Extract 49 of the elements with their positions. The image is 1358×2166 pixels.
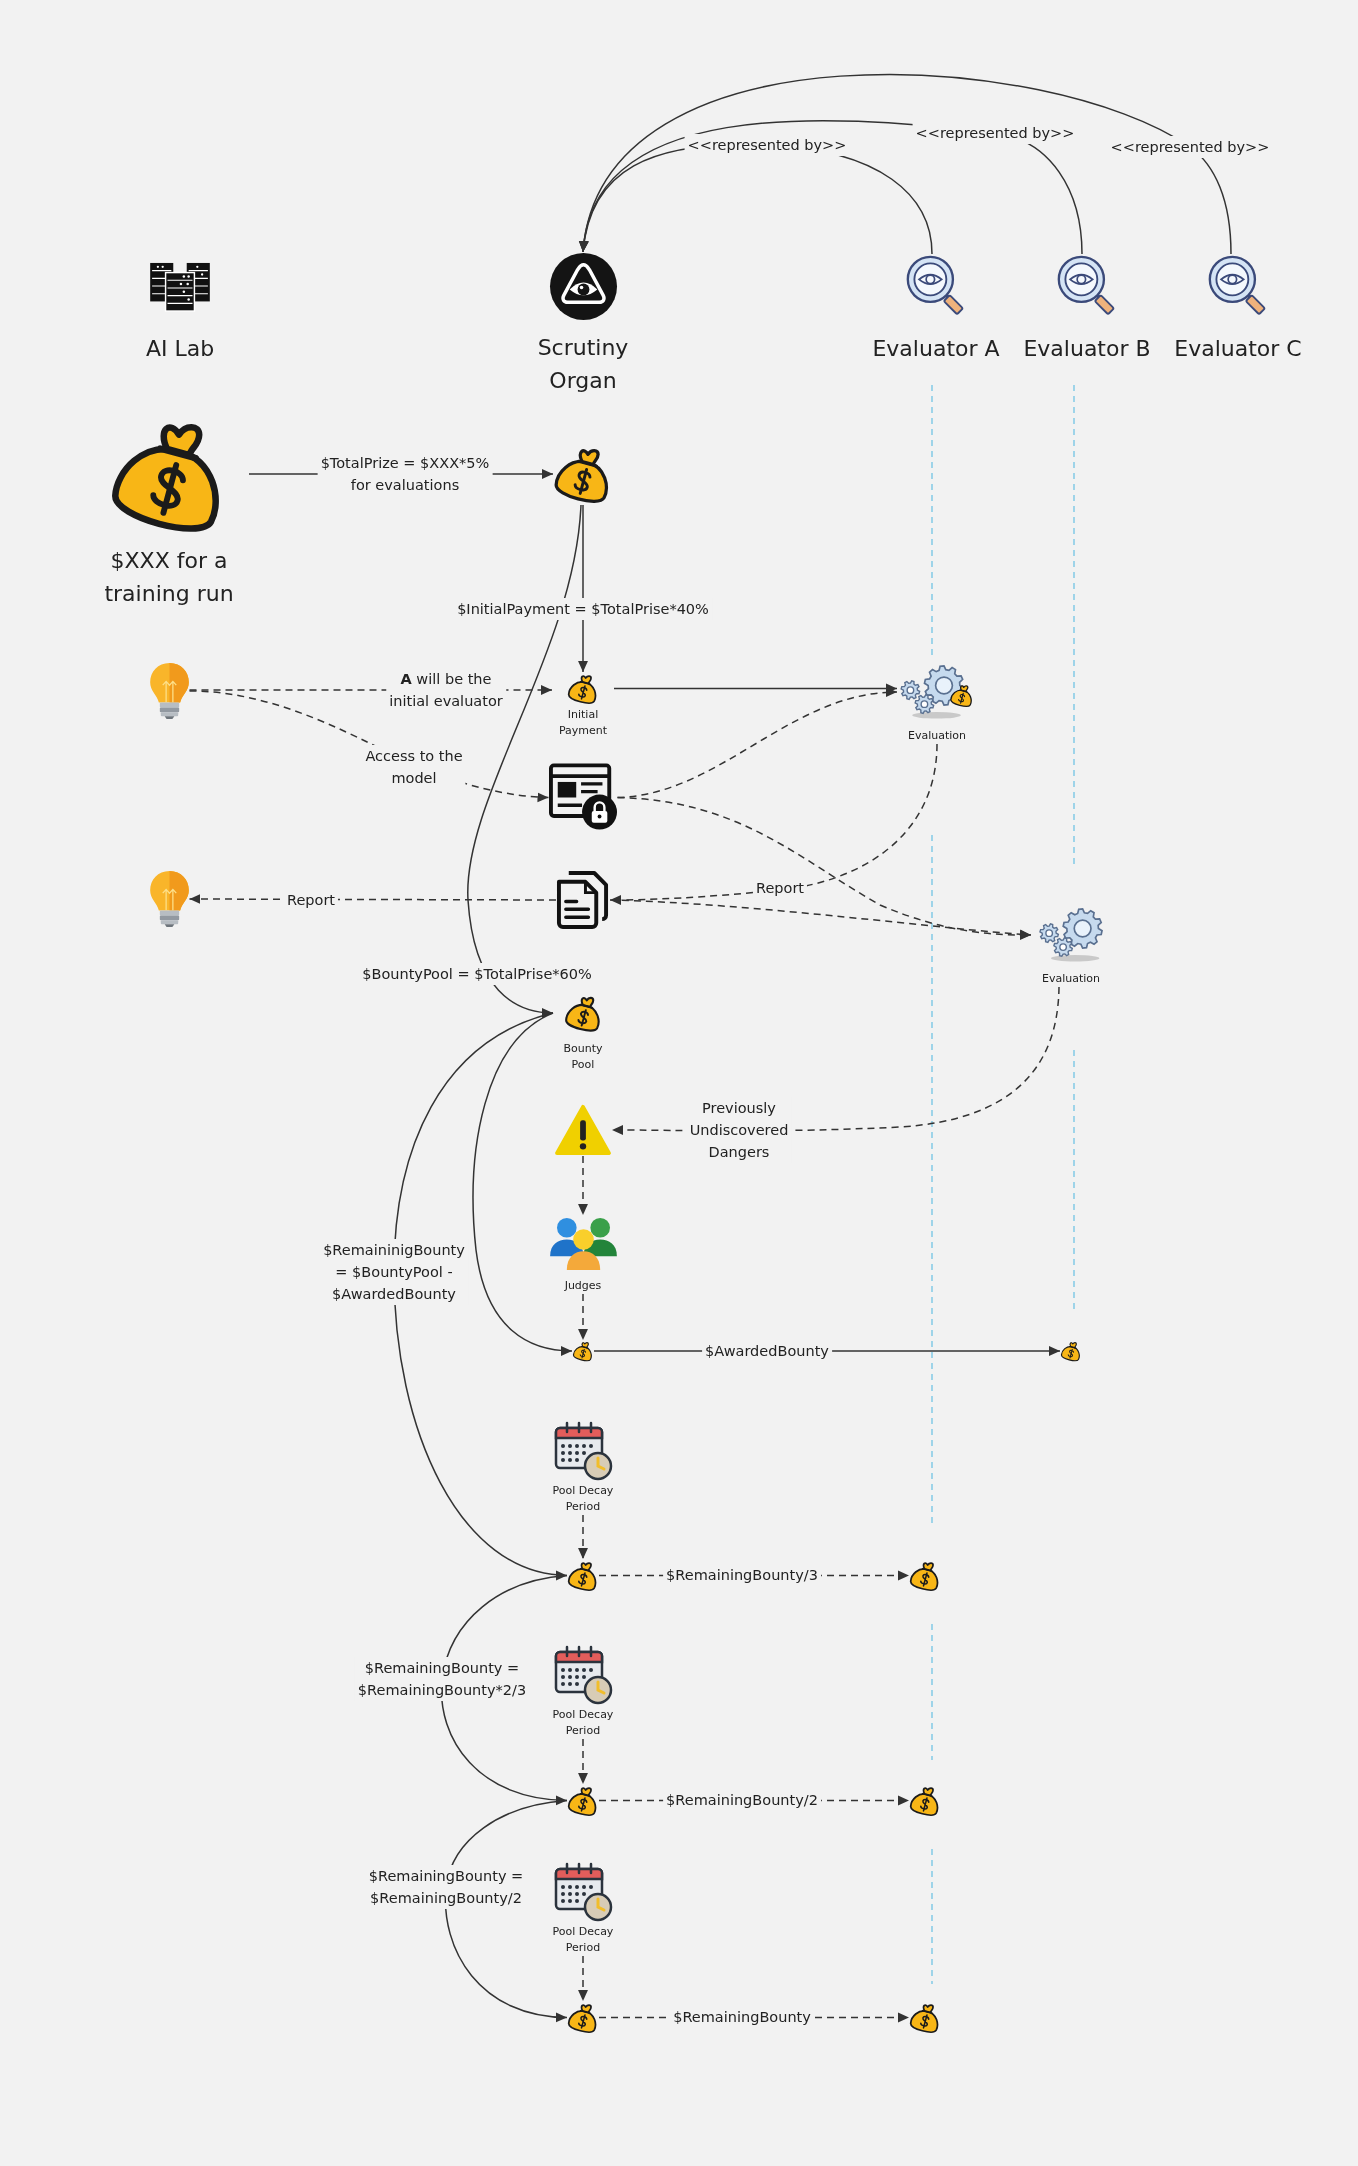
arrow: [578, 504, 588, 673]
dashed-arrow: [578, 1514, 588, 1560]
locked-window-icon: [548, 763, 618, 832]
node-label: Evaluator C: [1174, 335, 1302, 363]
money-bag-icon: [909, 1784, 941, 1817]
warning-icon: [554, 1104, 612, 1156]
node-label: Pool Decay Period: [552, 1483, 614, 1515]
node-label: Evaluation: [1041, 971, 1100, 987]
arrow: [440, 1574, 568, 1805]
arrow: [580, 120, 1083, 255]
arrow: [444, 1799, 568, 2022]
money-bag-icon: [909, 1559, 941, 1592]
node-label: Evaluation: [907, 728, 966, 744]
node-label: Pool Decay Period: [552, 1924, 614, 1956]
money-bag-icon: [567, 1784, 599, 1817]
node-label: Initial Payment: [558, 707, 608, 739]
node-label: Evaluator B: [1023, 335, 1151, 363]
node-label: Scrutiny Organ: [537, 334, 629, 395]
dashed-arrow: [188, 894, 557, 904]
lightbulb-icon: [148, 870, 190, 928]
dashed-arrow: [188, 685, 553, 695]
arrow: [393, 1012, 568, 1580]
dashed-arrow: [598, 2012, 910, 2023]
money-bag-icon: [567, 1559, 599, 1592]
node-label: Bounty Pool: [563, 1041, 603, 1073]
money-bag-icon: [567, 2001, 599, 2034]
node-label: $XXX for a training run: [104, 547, 234, 608]
dashed-arrow: [611, 986, 1060, 1135]
lightbulb-icon: [148, 662, 190, 720]
dashed-arrow: [598, 1795, 910, 1806]
money-bag-icon: [1060, 1340, 1082, 1362]
arrow: [472, 1012, 573, 1356]
money-bag-icon: [572, 1340, 594, 1362]
node-label: Judges: [564, 1278, 602, 1294]
dashed-arrow: [609, 899, 1032, 940]
arrow: [593, 1346, 1061, 1356]
arrow: [580, 74, 1232, 255]
document-icon: [556, 870, 610, 930]
dashed-arrow: [578, 1738, 588, 1785]
arrow: [467, 504, 582, 1018]
dashed-arrow: [598, 1570, 910, 1581]
dashed-arrow: [578, 1955, 588, 2002]
dashed-arrow: [188, 690, 550, 803]
dashed-arrow: [578, 1155, 588, 1216]
node-label: AI Lab: [145, 335, 215, 363]
money-bag-icon: [909, 2001, 941, 2034]
node-label: Pool Decay Period: [552, 1707, 614, 1739]
dashed-arrow: [578, 1293, 588, 1341]
node-label: Evaluator A: [872, 335, 1000, 363]
